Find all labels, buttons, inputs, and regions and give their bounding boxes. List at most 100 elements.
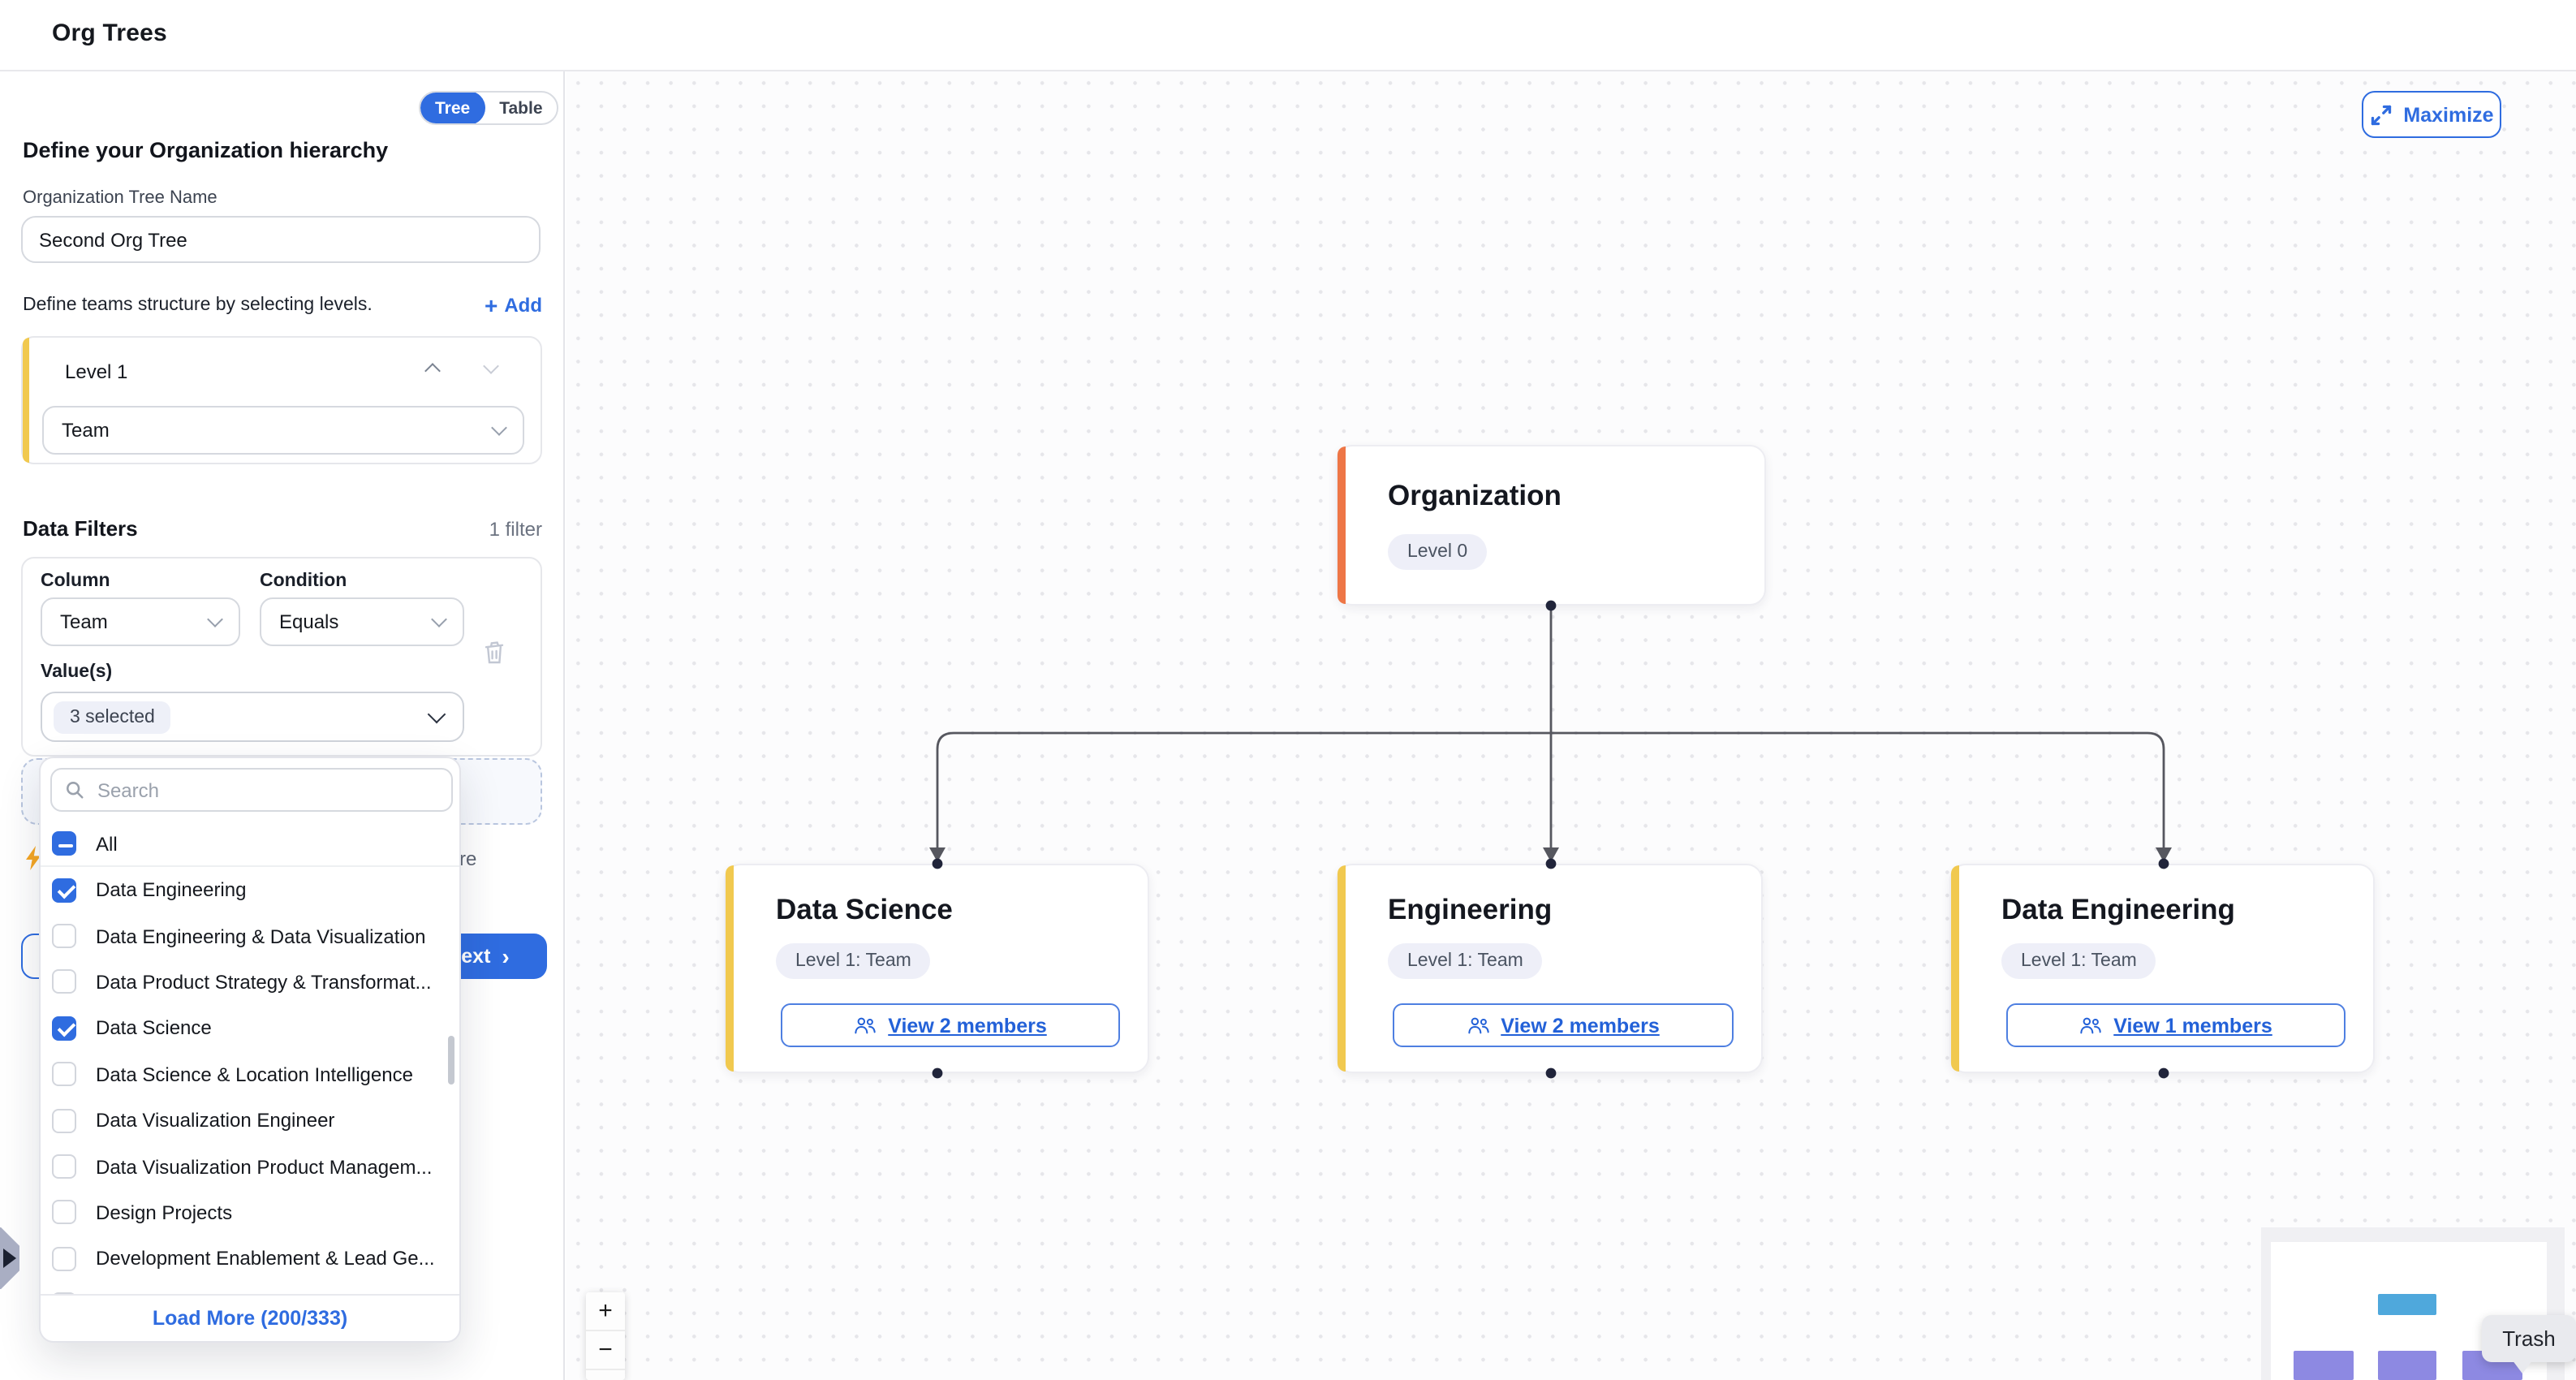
select-all-checkbox[interactable] xyxy=(52,831,76,856)
view-members-button[interactable]: View 1 members xyxy=(2006,1003,2346,1047)
zoom-controls: + − xyxy=(586,1292,625,1380)
checkbox[interactable] xyxy=(52,969,76,994)
list-item[interactable]: Data Product Strategy & Transformat... xyxy=(41,960,459,1006)
option-label: Data Science & Location Intelligence xyxy=(96,1063,413,1086)
list-item[interactable]: Development Enablement & Lead Ge... xyxy=(41,1236,459,1282)
view-members-button[interactable]: View 2 members xyxy=(781,1003,1120,1047)
plus-icon: + xyxy=(484,292,498,318)
node-data-engineering[interactable]: Data Engineering Level 1: Team View 1 me… xyxy=(1949,864,2375,1073)
list-item[interactable]: Data Engineering & Data Visualization xyxy=(41,913,459,960)
chevron-down-icon xyxy=(207,611,223,627)
values-multiselect[interactable]: 3 selected xyxy=(41,692,464,742)
column-value: Team xyxy=(60,610,108,633)
add-level-label: Add xyxy=(504,294,542,317)
option-label: Data Engineering & Data Visualization xyxy=(96,925,426,948)
option-label: Data Science xyxy=(96,1016,212,1040)
play-icon xyxy=(3,1248,16,1268)
zoom-out-button[interactable]: − xyxy=(586,1331,625,1370)
minimap-child-node xyxy=(2378,1351,2436,1380)
panel-heading: Define your Organization hierarchy xyxy=(23,138,389,162)
option-label: Data Engineering xyxy=(96,878,247,902)
zoom-in-button[interactable]: + xyxy=(586,1292,625,1331)
view-members-label: View 1 members xyxy=(2113,1014,2272,1037)
node-accent-bar xyxy=(1951,865,1959,1072)
trash-tooltip: Trash xyxy=(2482,1315,2576,1362)
page-title: Org Trees xyxy=(52,19,167,47)
checkbox[interactable] xyxy=(52,924,76,949)
fit-view-button[interactable] xyxy=(586,1370,625,1380)
view-toggle[interactable]: Tree Table xyxy=(419,91,559,125)
node-level-badge: Level 1: Team xyxy=(2001,943,2156,979)
node-engineering[interactable]: Engineering Level 1: Team View 2 members xyxy=(1336,864,1763,1073)
option-label: Data Visualization Product Managem... xyxy=(96,1155,433,1179)
scrollbar-thumb[interactable] xyxy=(448,1036,454,1085)
checkbox-checked[interactable] xyxy=(52,878,76,903)
lightning-icon xyxy=(26,846,41,870)
dropdown-search-input[interactable] xyxy=(93,777,438,803)
move-level-up-icon[interactable] xyxy=(424,363,441,379)
view-members-button[interactable]: View 2 members xyxy=(1393,1003,1734,1047)
minimap-root-node xyxy=(2378,1294,2436,1315)
option-label: Design Projects xyxy=(96,1201,233,1224)
node-data-science[interactable]: Data Science Level 1: Team View 2 member… xyxy=(724,864,1149,1073)
list-item[interactable]: Data Engineering xyxy=(41,867,459,913)
toggle-tree[interactable]: Tree xyxy=(420,93,485,123)
level-name: Level 1 xyxy=(65,360,128,383)
node-title: Engineering xyxy=(1388,893,1553,925)
tree-name-input[interactable] xyxy=(21,216,541,263)
checkbox[interactable] xyxy=(52,1108,76,1133)
maximize-label: Maximize xyxy=(2403,103,2494,126)
hierarchy-panel: Tree Table Define your Organization hier… xyxy=(0,71,565,1380)
view-members-label: View 2 members xyxy=(888,1014,1047,1037)
values-label: Value(s) xyxy=(41,662,113,682)
search-icon xyxy=(67,782,84,799)
maximize-button[interactable]: Maximize xyxy=(2362,91,2501,138)
minimap-child-node xyxy=(2294,1351,2354,1380)
option-label: Data Visualization Engineer xyxy=(96,1109,335,1132)
node-accent-bar xyxy=(1338,446,1346,604)
node-level-badge: Level 1: Team xyxy=(776,943,931,979)
teams-structure-row: Define teams structure by selecting leve… xyxy=(23,294,542,317)
list-item[interactable]: Data Science xyxy=(41,1005,459,1051)
column-label: Column xyxy=(41,571,110,591)
node-organization[interactable]: Organization Level 0 xyxy=(1336,445,1766,606)
checkbox-checked[interactable] xyxy=(52,1016,76,1041)
members-icon xyxy=(855,1017,876,1034)
view-members-label: View 2 members xyxy=(1501,1014,1660,1037)
page-header: Org Trees xyxy=(0,0,2576,71)
data-filters-header: Data Filters 1 filter xyxy=(23,516,542,541)
list-item[interactable]: Data Visualization Product Managem... xyxy=(41,1144,459,1190)
list-item[interactable]: Data Science & Location Intelligence xyxy=(41,1051,459,1098)
org-chart-canvas[interactable]: Maximize Organization Level 0 Data Scien… xyxy=(566,71,2576,1380)
list-item[interactable]: Design Projects xyxy=(41,1189,459,1236)
list-item[interactable]: Data Visualization Engineer xyxy=(41,1098,459,1144)
toggle-table[interactable]: Table xyxy=(499,98,543,118)
level-type-select[interactable]: Team xyxy=(42,406,524,455)
checkbox[interactable] xyxy=(52,1246,76,1271)
chevron-down-icon xyxy=(431,611,447,627)
level-accent-bar xyxy=(23,338,29,463)
node-level-badge: Level 1: Team xyxy=(1388,943,1543,979)
delete-filter-icon[interactable] xyxy=(482,640,506,666)
node-accent-bar xyxy=(726,865,734,1072)
chevron-right-icon: › xyxy=(502,943,510,969)
move-level-down-icon[interactable] xyxy=(483,358,499,374)
column-select[interactable]: Team xyxy=(41,597,240,646)
selected-count-chip: 3 selected xyxy=(54,701,171,733)
expand-icon xyxy=(2371,104,2391,125)
add-level-button[interactable]: + Add xyxy=(485,294,542,317)
values-dropdown: All Data Engineering Data Engineering & … xyxy=(39,757,461,1343)
select-all-row[interactable]: All xyxy=(41,822,459,867)
dropdown-search[interactable] xyxy=(50,768,453,812)
filter-card: Column Condition Team Equals Value(s) 3 … xyxy=(21,557,542,757)
select-all-label: All xyxy=(96,832,118,855)
members-icon xyxy=(1467,1017,1488,1034)
checkbox[interactable] xyxy=(52,1154,76,1179)
node-title: Organization xyxy=(1388,479,1562,511)
node-accent-bar xyxy=(1338,865,1346,1072)
org-chart-edges xyxy=(929,600,2172,1079)
checkbox[interactable] xyxy=(52,1062,76,1087)
load-more-button[interactable]: Load More (200/333) xyxy=(41,1294,459,1341)
condition-select[interactable]: Equals xyxy=(260,597,464,646)
checkbox[interactable] xyxy=(52,1200,76,1225)
